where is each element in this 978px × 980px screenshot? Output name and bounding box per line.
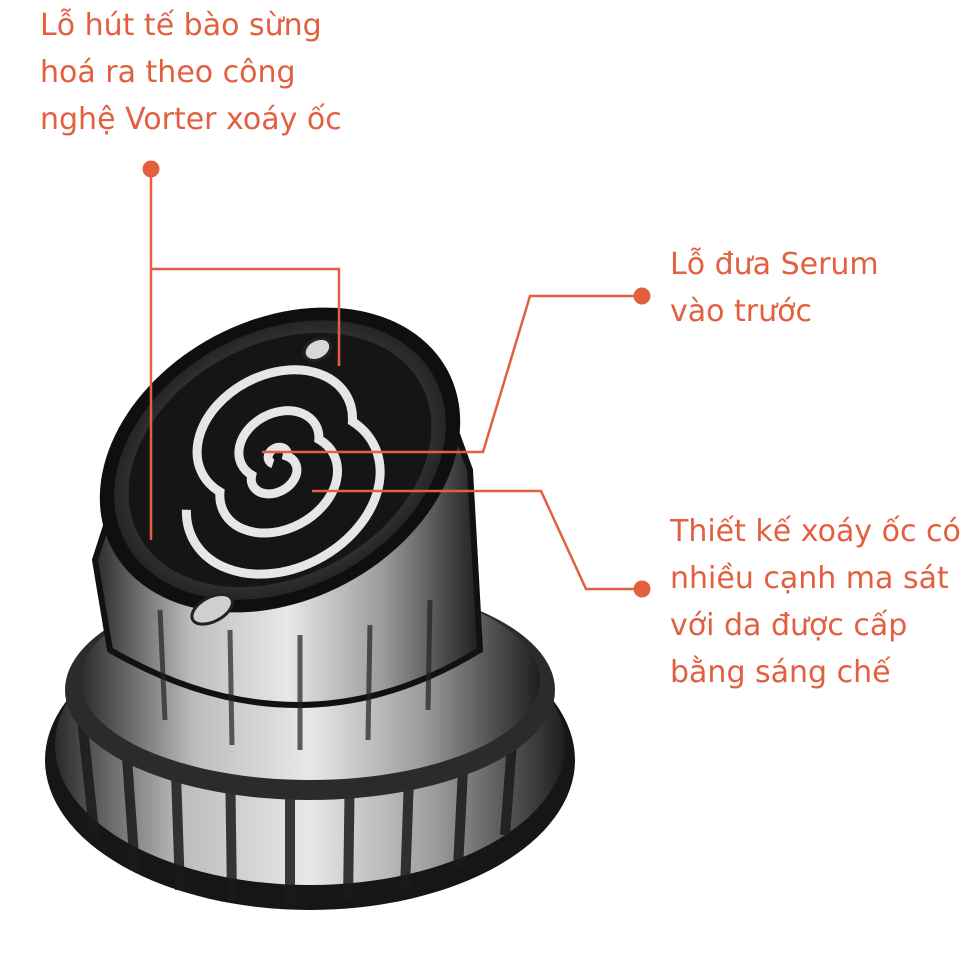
spiral-head	[99, 307, 461, 626]
callout-1-dot	[142, 160, 160, 178]
callout-label-exfoliation-hole: Lỗ hút tế bào sừng hoá ra theo công nghệ…	[40, 2, 342, 143]
callout-line: hoá ra theo công	[40, 55, 296, 90]
callout-2-dot	[633, 287, 651, 305]
callout-line: Thiết kế xoáy ốc có	[670, 514, 961, 549]
callout-dots	[142, 160, 651, 598]
spiral-icon	[181, 365, 385, 579]
callout-label-spiral-design: Thiết kế xoáy ốc có nhiều cạnh ma sát vớ…	[670, 508, 961, 696]
callout-line: Lỗ hút tế bào sừng	[40, 8, 322, 43]
callout-line: với da được cấp	[670, 608, 908, 643]
callout-line: vào trước	[670, 294, 812, 329]
callout-2-line	[262, 294, 642, 454]
callout-lines	[149, 169, 642, 591]
callout-label-serum-hole: Lỗ đưa Serum vào trước	[670, 241, 879, 335]
callout-line: bằng sáng chế	[670, 655, 891, 690]
callout-line: nghệ Vorter xoáy ốc	[40, 102, 342, 137]
callout-3-dot	[633, 580, 651, 598]
serum-hole	[302, 336, 333, 362]
callout-3-line	[312, 489, 642, 591]
suction-hole	[190, 593, 234, 626]
callout-line: nhiều cạnh ma sát	[670, 561, 949, 596]
callout-1-branch	[151, 267, 341, 366]
callout-line: Lỗ đưa Serum	[670, 247, 879, 282]
